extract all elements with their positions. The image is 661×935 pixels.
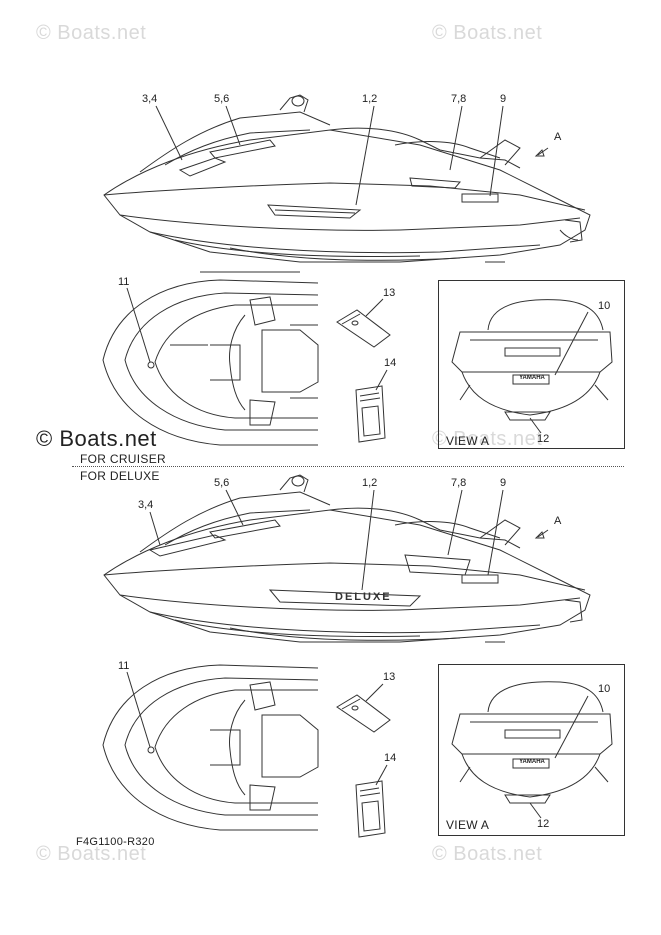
callout-10-deluxe: 10 bbox=[598, 683, 611, 695]
callout-9-deluxe: 9 bbox=[500, 477, 507, 489]
deluxe-hull-decal: DELUXE bbox=[335, 591, 392, 603]
cruiser-view-a-box bbox=[438, 280, 625, 449]
watermark-mid-right: © Boats.net bbox=[432, 428, 543, 450]
callout-11-deluxe: 11 bbox=[118, 660, 130, 672]
drawing-code: F4G1100-R320 bbox=[76, 836, 155, 848]
callout-1-2: 1,2 bbox=[362, 93, 378, 105]
watermark-bottom-left: © Boats.net bbox=[36, 843, 147, 865]
callout-3-4: 3,4 bbox=[142, 93, 158, 105]
cruiser-section-label: FOR CRUISER bbox=[80, 452, 166, 466]
callout-7-8-deluxe: 7,8 bbox=[451, 477, 467, 489]
watermark-bottom-right: © Boats.net bbox=[432, 843, 543, 865]
callout-arrow-a: A bbox=[554, 131, 562, 143]
callout-3-4-deluxe: 3,4 bbox=[138, 499, 154, 511]
callout-14: 14 bbox=[384, 357, 397, 369]
watermark-mid-left: © Boats.net bbox=[36, 426, 157, 451]
callout-12-deluxe: 12 bbox=[537, 818, 550, 830]
deluxe-view-a-box bbox=[438, 664, 625, 836]
callout-10: 10 bbox=[598, 300, 611, 312]
callout-7-8: 7,8 bbox=[451, 93, 467, 105]
cruiser-view-a-label: VIEW A bbox=[446, 434, 490, 448]
section-divider bbox=[72, 466, 624, 467]
callout-5-6: 5,6 bbox=[214, 93, 230, 105]
callout-13: 13 bbox=[383, 287, 396, 299]
callout-11: 11 bbox=[118, 276, 130, 288]
callout-9: 9 bbox=[500, 93, 507, 105]
callout-12: 12 bbox=[537, 433, 550, 445]
callout-5-6-deluxe: 5,6 bbox=[214, 477, 230, 489]
deluxe-view-a-label: VIEW A bbox=[446, 818, 490, 832]
cruiser-yamaha-badge: YAMAHA bbox=[519, 375, 545, 381]
callout-1-2-deluxe: 1,2 bbox=[362, 477, 378, 489]
callout-arrow-a-deluxe: A bbox=[554, 515, 562, 527]
callout-14-deluxe: 14 bbox=[384, 752, 397, 764]
watermark-top-left: © Boats.net bbox=[36, 22, 147, 44]
deluxe-yamaha-badge: YAMAHA bbox=[519, 759, 545, 765]
deluxe-section-label: FOR DELUXE bbox=[80, 469, 160, 483]
callout-13-deluxe: 13 bbox=[383, 671, 396, 683]
watermark-top-right: © Boats.net bbox=[432, 22, 543, 44]
